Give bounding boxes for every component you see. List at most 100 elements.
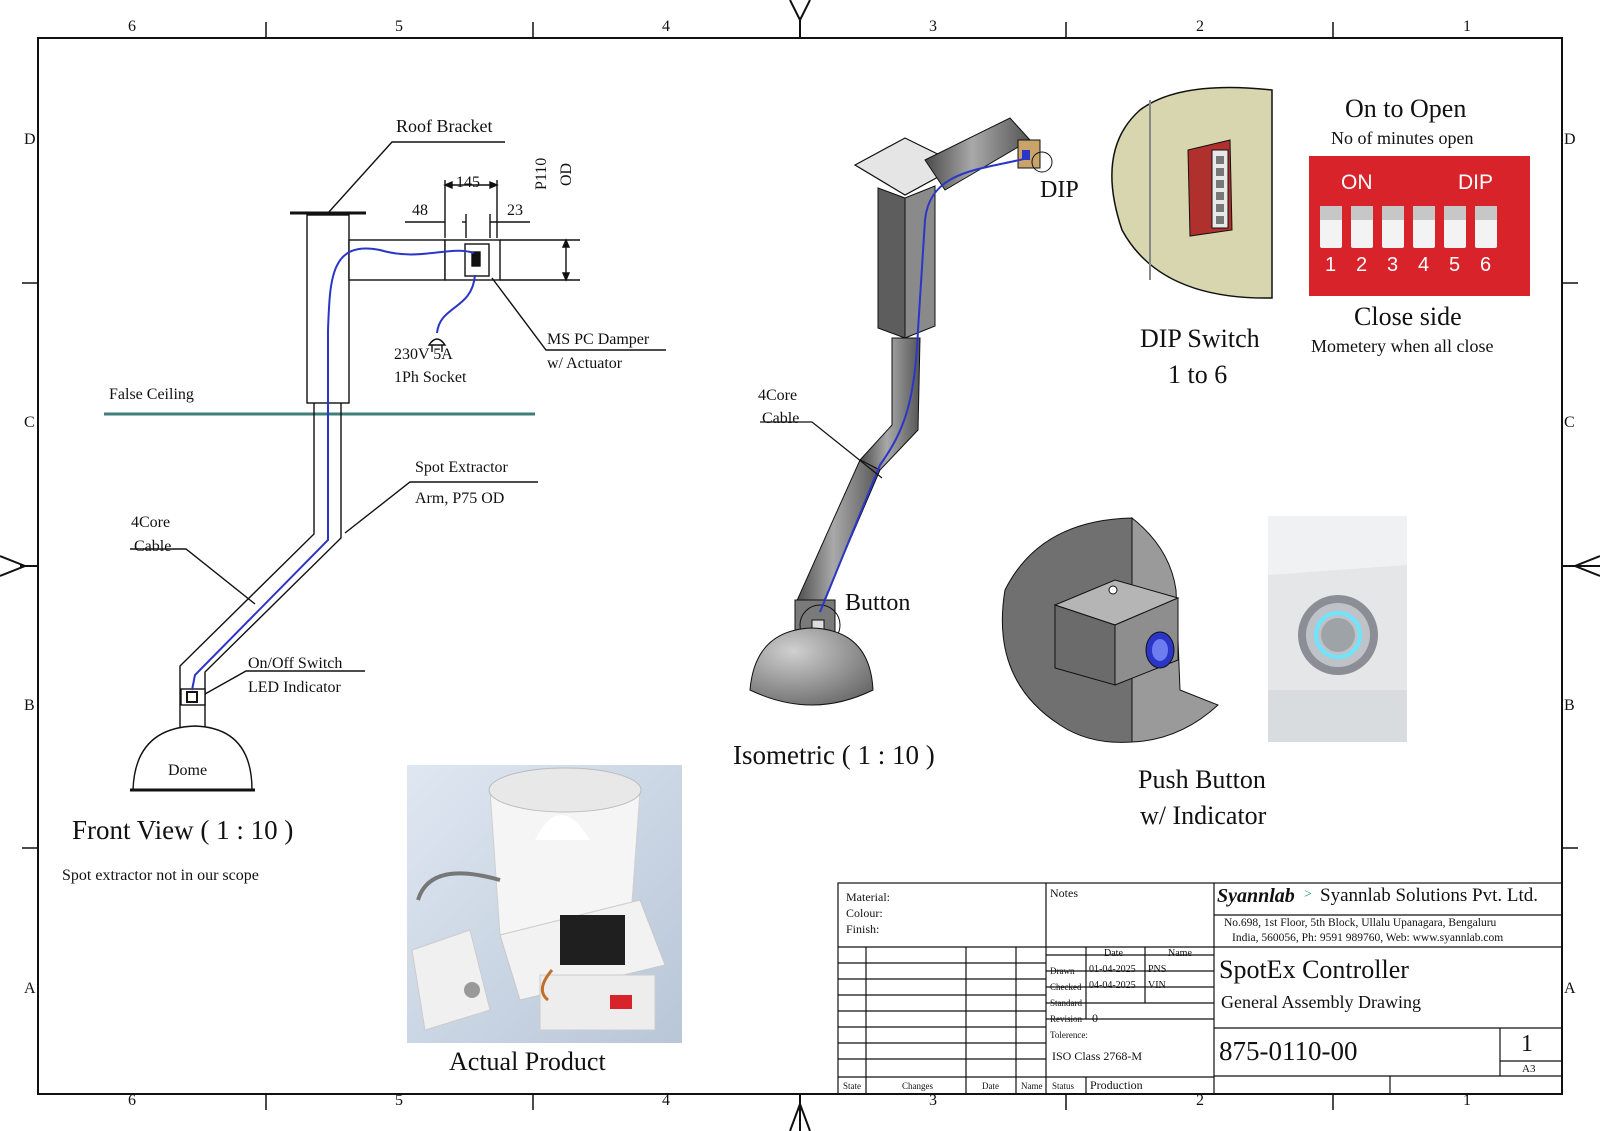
dip-switch-title: DIP Switch xyxy=(1140,324,1260,353)
dip-number-6: 6 xyxy=(1480,254,1492,276)
label-spot-extractor: Spot Extractor xyxy=(415,459,508,476)
label-dome: Dome xyxy=(168,762,208,779)
tb-finish: Finish: xyxy=(846,922,880,936)
dip-number-3: 3 xyxy=(1387,254,1399,276)
dip-close-side: Close side xyxy=(1354,302,1462,331)
tb-tolerance-value: ISO Class 2768-M xyxy=(1052,1049,1143,1063)
dim-48: 48 xyxy=(412,202,428,219)
tb-changes-header: Changes xyxy=(902,1081,933,1091)
dip-number-5: 5 xyxy=(1449,254,1461,276)
iso-label-4core: 4Core xyxy=(758,387,798,404)
label-button: Button xyxy=(845,590,911,616)
label-damper-actuator: w/ Actuator xyxy=(547,355,623,372)
company-logo: Syannlab xyxy=(1217,885,1295,907)
front-view-note: Spot extractor not in our scope xyxy=(62,867,259,884)
tb-change-date-header: Date xyxy=(982,1081,999,1091)
dip-switch-range: 1 to 6 xyxy=(1168,360,1228,389)
company-name: Syannlab Solutions Pvt. Ltd. xyxy=(1320,885,1538,906)
tb-status-value: Production xyxy=(1090,1078,1143,1092)
tb-tolerance: Tolerence: xyxy=(1050,1030,1088,1040)
zone-col-5-bottom: 5 xyxy=(395,1092,403,1109)
push-button-title: Push Button xyxy=(1138,765,1266,794)
zone-row-a-right: A xyxy=(1564,980,1576,997)
tb-checked-name: VIN xyxy=(1148,980,1166,991)
zone-row-d-left: D xyxy=(24,131,36,148)
dip-brand-marking: DIP xyxy=(1458,171,1494,194)
tb-notes: Notes xyxy=(1050,886,1078,900)
tb-drawn-name: PNS xyxy=(1148,964,1167,975)
zone-ticks xyxy=(22,22,1578,1110)
zone-col-1-top: 1 xyxy=(1463,18,1471,35)
tb-date-header: Date xyxy=(1104,948,1123,959)
company-address-line-1: No.698, 1st Floor, 5th Block, Ullalu Upa… xyxy=(1224,917,1497,929)
tb-standard: Standard xyxy=(1050,998,1082,1008)
push-button-indicator: w/ Indicator xyxy=(1140,801,1267,830)
label-false-ceiling: False Ceiling xyxy=(109,386,194,403)
tb-drawn-date: 01-04-2025 xyxy=(1089,964,1136,975)
company-address-line-2: India, 560056, Ph: 9591 989760, Web: www… xyxy=(1232,932,1504,944)
tb-checked-date: 04-04-2025 xyxy=(1089,980,1136,991)
tb-status: Status xyxy=(1052,1081,1075,1091)
dip-number-4: 4 xyxy=(1418,254,1430,276)
dip-minutes-open: No of minutes open xyxy=(1331,128,1474,148)
dip-momentary-close: Mometery when all close xyxy=(1311,336,1494,356)
sheet-number: 1 xyxy=(1521,1031,1533,1057)
dip-switch-photo xyxy=(1309,156,1530,296)
dip-closeup xyxy=(1111,86,1273,299)
drawing-type: General Assembly Drawing xyxy=(1221,992,1421,1012)
zone-col-5-top: 5 xyxy=(395,18,403,35)
zone-row-c-right: C xyxy=(1564,414,1575,431)
front-view-drawing xyxy=(104,141,666,792)
tb-revision-value: 0 xyxy=(1092,1011,1098,1025)
zone-col-6-top: 6 xyxy=(128,18,136,35)
tb-revision: Revision xyxy=(1050,1014,1083,1024)
label-roof-bracket: Roof Bracket xyxy=(396,116,493,136)
zone-col-3-bottom: 3 xyxy=(929,1092,937,1109)
dip-number-1: 1 xyxy=(1325,254,1337,276)
dim-od-label: OD xyxy=(558,162,575,186)
zone-col-2-top: 2 xyxy=(1196,18,1204,35)
sheet-size: A3 xyxy=(1522,1063,1536,1075)
dip-number-2: 2 xyxy=(1356,254,1368,276)
zone-col-1-bottom: 1 xyxy=(1463,1092,1471,1109)
tb-colour: Colour: xyxy=(846,906,883,920)
actual-product-photo xyxy=(407,765,682,1043)
dip-on-marking: ON xyxy=(1341,171,1373,194)
dim-23: 23 xyxy=(507,202,523,219)
label-led-indicator: LED Indicator xyxy=(248,679,341,696)
iso-label-cable: Cable xyxy=(762,410,800,427)
push-button-closeup xyxy=(1001,516,1219,743)
isometric-drawing xyxy=(749,117,1053,706)
label-damper: MS PC Damper xyxy=(547,331,650,348)
push-button-photo xyxy=(1268,516,1407,742)
zone-row-b-right: B xyxy=(1564,697,1575,714)
label-arm-od: Arm, P75 OD xyxy=(415,490,505,507)
tb-state-header: State xyxy=(843,1081,861,1091)
dim-145: 145 xyxy=(456,174,480,191)
company-logo-arrow: > xyxy=(1304,887,1312,902)
dip-on-to-open: On to Open xyxy=(1345,94,1467,123)
zone-col-3-top: 3 xyxy=(929,18,937,35)
zone-col-4-top: 4 xyxy=(662,18,670,35)
zone-col-6-bottom: 6 xyxy=(128,1092,136,1109)
label-socket-rating: 230V 5A xyxy=(394,346,453,363)
label-dip: DIP xyxy=(1040,177,1079,203)
tb-checked: Checked xyxy=(1050,982,1082,992)
zone-row-b-left: B xyxy=(24,697,35,714)
tb-change-name-header: Name xyxy=(1021,1081,1043,1091)
label-socket-phase: 1Ph Socket xyxy=(394,369,467,386)
front-view-title: Front View ( 1 : 10 ) xyxy=(72,815,294,845)
isometric-title: Isometric ( 1 : 10 ) xyxy=(733,740,935,770)
label-on-off-switch: On/Off Switch xyxy=(248,655,343,672)
tb-material: Material: xyxy=(846,890,890,904)
title-block-lines xyxy=(837,882,1563,1095)
tb-name-header: Name xyxy=(1168,948,1192,959)
product-name: SpotEx Controller xyxy=(1219,955,1409,984)
tb-drawn: Drawn xyxy=(1050,966,1075,976)
zone-row-a-left: A xyxy=(24,980,36,997)
actual-product-caption: Actual Product xyxy=(449,1047,606,1076)
zone-col-4-bottom: 4 xyxy=(662,1092,670,1109)
